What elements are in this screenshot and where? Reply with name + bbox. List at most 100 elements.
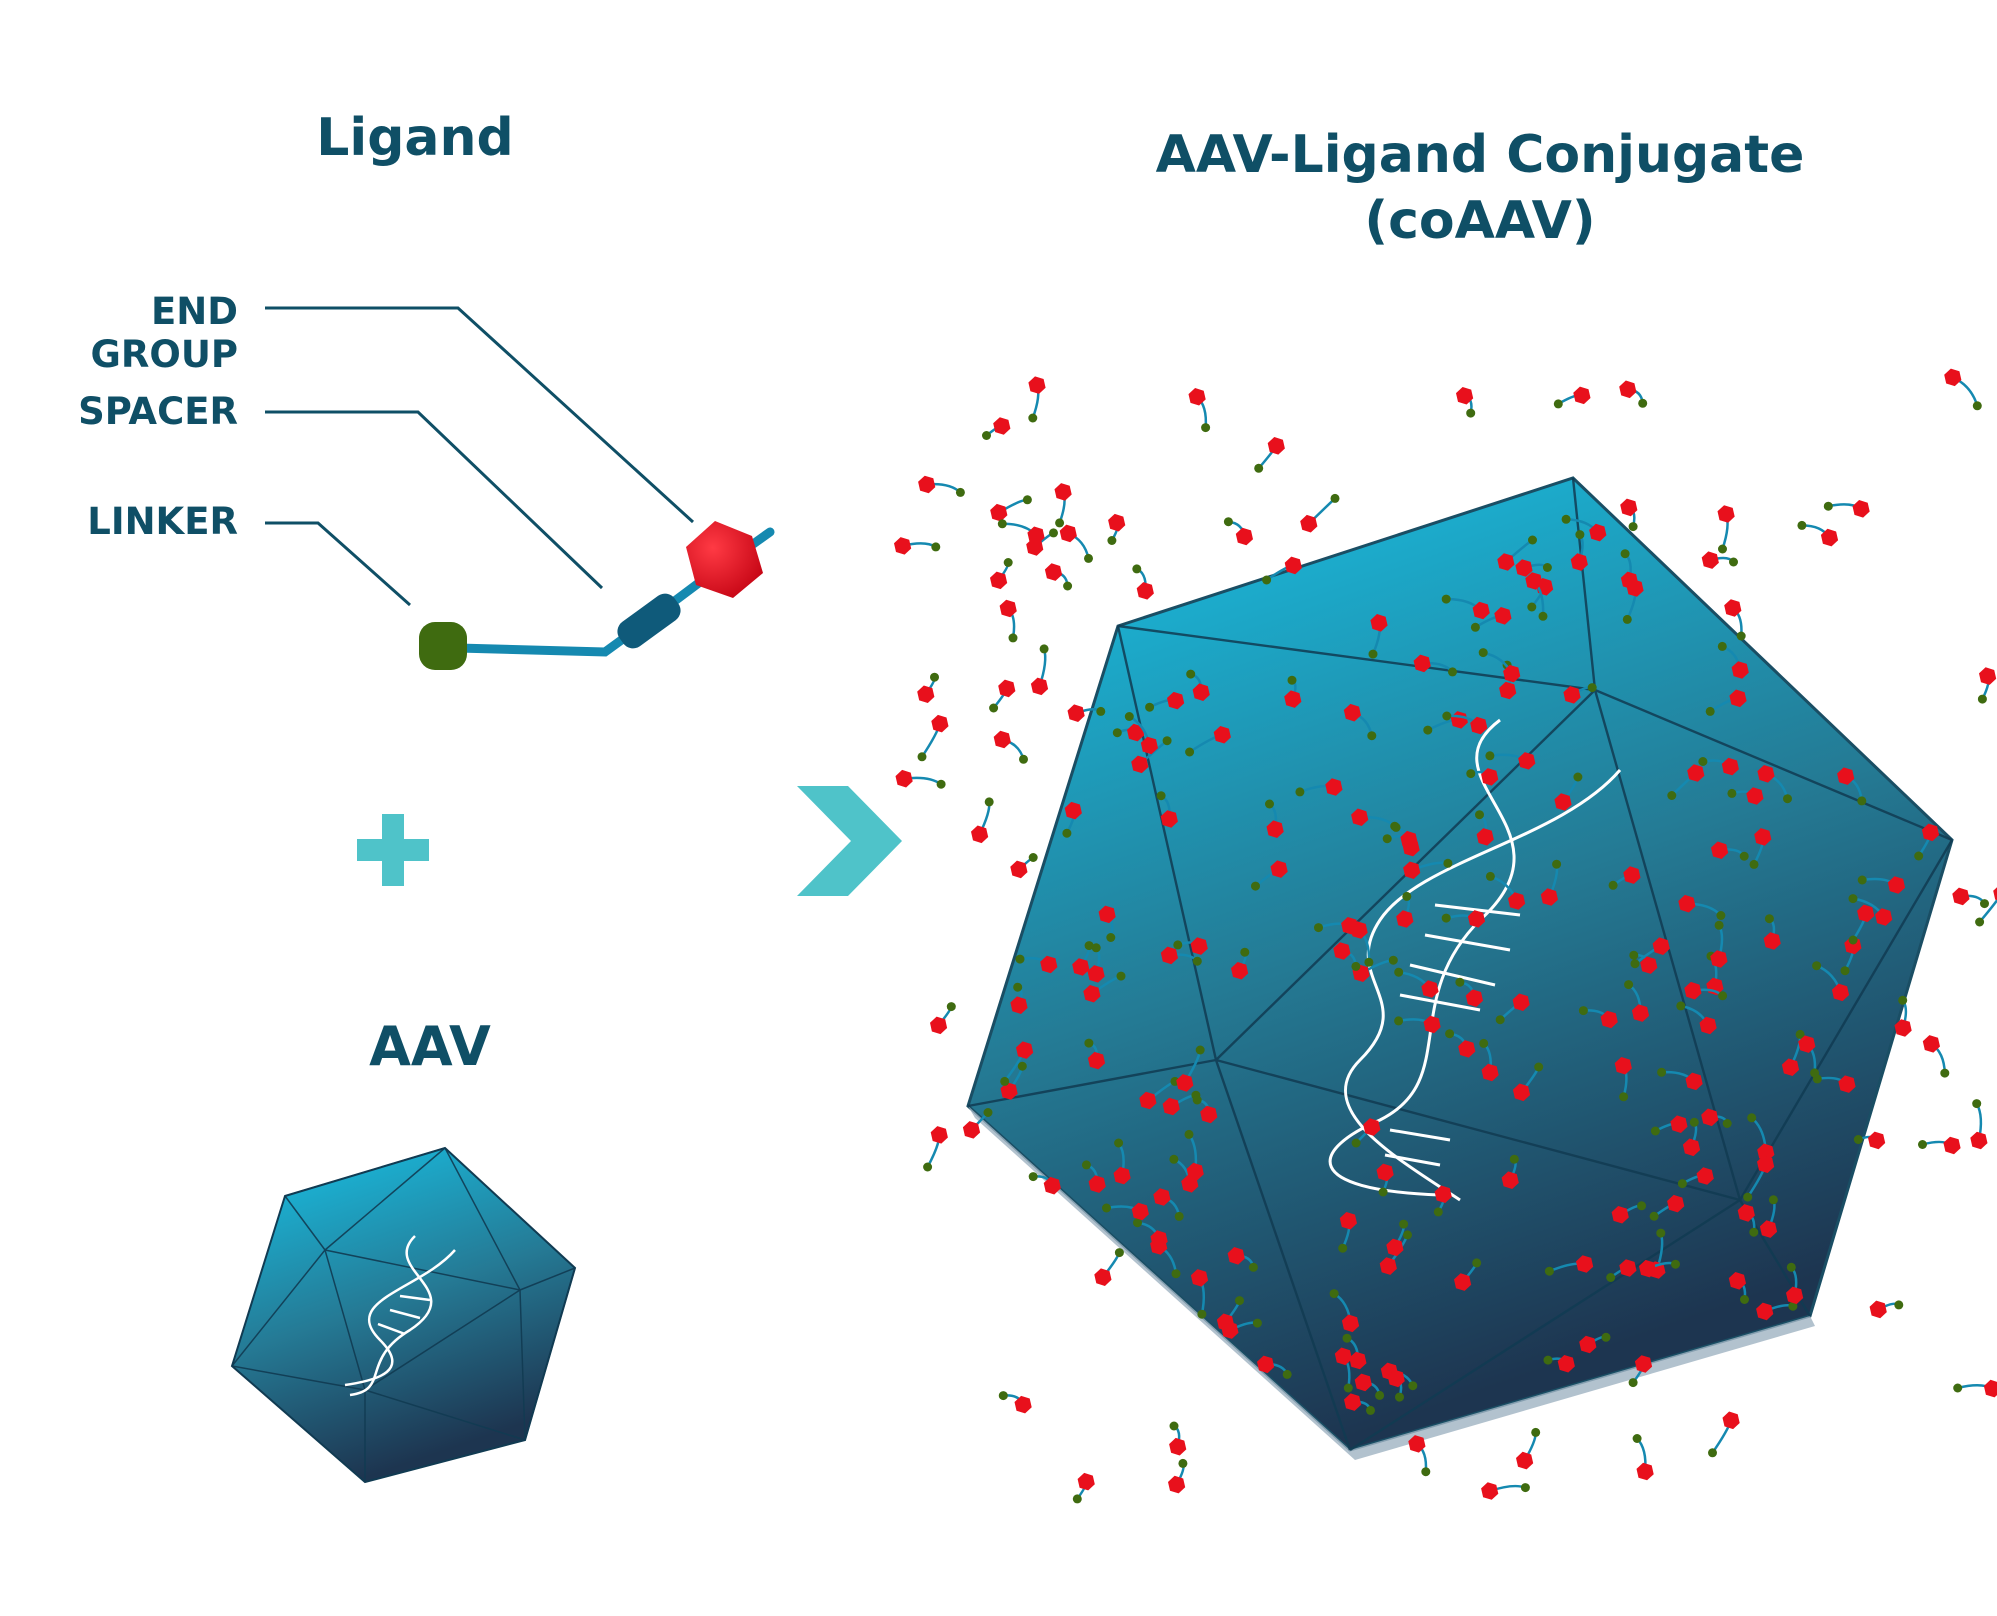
surface-ligand-linker <box>955 487 965 497</box>
surface-ligand <box>1441 594 1490 620</box>
surface-ligand-linker <box>1366 1405 1375 1415</box>
surface-ligand-linker <box>1399 1219 1409 1229</box>
surface-ligand <box>1475 810 1494 846</box>
surface-ligand-linker <box>1914 851 1924 861</box>
surface-ligand <box>1481 1482 1530 1500</box>
surface-ligand <box>1608 866 1641 890</box>
surface-ligand <box>1848 904 1875 945</box>
surface-ligand-end-group <box>1454 1273 1472 1291</box>
surface-ligand-linker <box>1716 911 1726 920</box>
surface-ligand <box>1708 1411 1740 1458</box>
surface-ligand-linker <box>1195 1045 1205 1055</box>
surface-ligand-linker <box>1898 995 1908 1005</box>
surface-ligand-linker <box>1630 959 1640 969</box>
surface-ligand-linker <box>998 1391 1008 1401</box>
surface-ligand-linker <box>1423 725 1433 735</box>
surface-ligand-end-group <box>1339 1212 1357 1230</box>
surface-ligand-linker <box>1620 549 1630 559</box>
surface-ligand <box>1394 1015 1441 1034</box>
surface-ligand <box>1087 943 1105 983</box>
surface-ligand-linker <box>1364 957 1374 967</box>
surface-ligand-linker <box>1543 1355 1553 1365</box>
surface-ligand-end-group <box>1922 1035 1940 1053</box>
surface-ligand <box>1848 894 1893 926</box>
surface-ligand-end-group <box>1781 1058 1800 1076</box>
surface-ligand <box>1853 1131 1886 1150</box>
surface-ligand <box>1737 1204 1759 1237</box>
surface-ligand <box>1614 1057 1632 1102</box>
surface-ligand-end-group <box>1349 1351 1367 1370</box>
surface-ligand-linker <box>1367 731 1377 741</box>
surface-ligand-end-group <box>1284 690 1302 708</box>
surface-ligand <box>998 1391 1032 1414</box>
surface-ligand-end-group <box>1257 1355 1275 1374</box>
conjugate-title-line1: AAV-Ligand Conjugate <box>1155 125 1805 185</box>
linker-label: LINKER <box>87 500 238 543</box>
surface-ligand-end-group <box>1027 526 1045 544</box>
surface-ligand-linker <box>1112 728 1122 738</box>
surface-ligand-linker <box>1295 787 1305 797</box>
surface-ligand-end-group <box>1600 1010 1618 1029</box>
surface-ligand <box>1343 703 1377 741</box>
surface-ligand-end-group <box>1614 1057 1632 1075</box>
surface-ligand-linker <box>1747 1113 1757 1123</box>
surface-ligand-end-group <box>1231 962 1249 980</box>
surface-ligand-linker <box>1749 1227 1759 1237</box>
surface-ligand-end-group <box>1721 757 1739 776</box>
end-group-leader <box>265 306 695 524</box>
surface-ligand-linker <box>1561 514 1571 524</box>
surface-ligand <box>1000 1041 1034 1086</box>
surface-ligand <box>1351 1118 1381 1148</box>
surface-ligand-end-group <box>1729 689 1747 708</box>
surface-ligand-linker <box>1624 980 1634 990</box>
surface-ligand-linker <box>1739 851 1749 861</box>
surface-ligand-end-group <box>1370 614 1388 632</box>
surface-ligand-linker <box>1628 1378 1638 1388</box>
surface-ligand-end-group <box>1408 1435 1426 1453</box>
surface-ligand <box>1354 1373 1385 1400</box>
linker-leader <box>265 521 411 607</box>
surface-ligand <box>1257 1355 1292 1379</box>
surface-ligand-linker <box>1466 769 1476 779</box>
surface-ligand-linker <box>1368 649 1378 659</box>
surface-ligand-linker <box>1637 1201 1647 1211</box>
surface-ligand <box>1478 648 1521 683</box>
surface-ligand-end-group <box>962 1121 981 1139</box>
surface-ligand <box>1944 368 1982 411</box>
surface-ligand-linker <box>1797 520 1807 530</box>
surface-ligand-linker <box>1622 614 1632 624</box>
surface-ligand-end-group <box>1266 820 1284 838</box>
surface-ligand-linker <box>1063 581 1073 591</box>
surface-ligand <box>930 1002 956 1035</box>
surface-ligand-linker <box>1028 1172 1038 1182</box>
surface-ligand-end-group <box>1176 1074 1194 1092</box>
surface-ligand-end-group <box>1476 828 1494 846</box>
surface-ligand-end-group <box>1354 1373 1372 1392</box>
surface-ligand-linker <box>1848 894 1858 904</box>
surface-ligand <box>1701 1108 1732 1128</box>
surface-ligand <box>982 417 1011 440</box>
surface-ligand-linker <box>1114 1138 1124 1148</box>
surface-ligand-linker <box>1740 1295 1749 1304</box>
surface-ligand-linker <box>930 672 939 682</box>
plus-icon <box>357 814 429 886</box>
surface-ligand-linker <box>1810 1068 1820 1078</box>
surface-ligand-end-group <box>1589 523 1607 542</box>
surface-ligand-end-group <box>1754 828 1772 846</box>
surface-ligand-linker <box>1000 1076 1010 1086</box>
surface-ligand-end-group <box>1160 946 1178 965</box>
surface-ligand-linker <box>1314 923 1323 933</box>
surface-ligand-linker <box>1795 1029 1805 1039</box>
surface-ligand <box>1015 954 1058 974</box>
surface-ligand <box>1743 1155 1775 1202</box>
surface-ligand-linker <box>1573 772 1583 782</box>
surface-ligand <box>1442 711 1488 735</box>
surface-ligand-linker <box>1388 955 1398 965</box>
surface-ligand-end-group <box>1190 937 1208 955</box>
surface-ligand-linker <box>1840 966 1850 976</box>
surface-ligand-linker <box>1028 853 1038 862</box>
surface-ligand <box>1227 1247 1258 1272</box>
surface-ligand <box>1710 920 1728 968</box>
surface-ligand <box>1394 967 1439 998</box>
surface-ligand-end-group <box>1852 500 1870 518</box>
